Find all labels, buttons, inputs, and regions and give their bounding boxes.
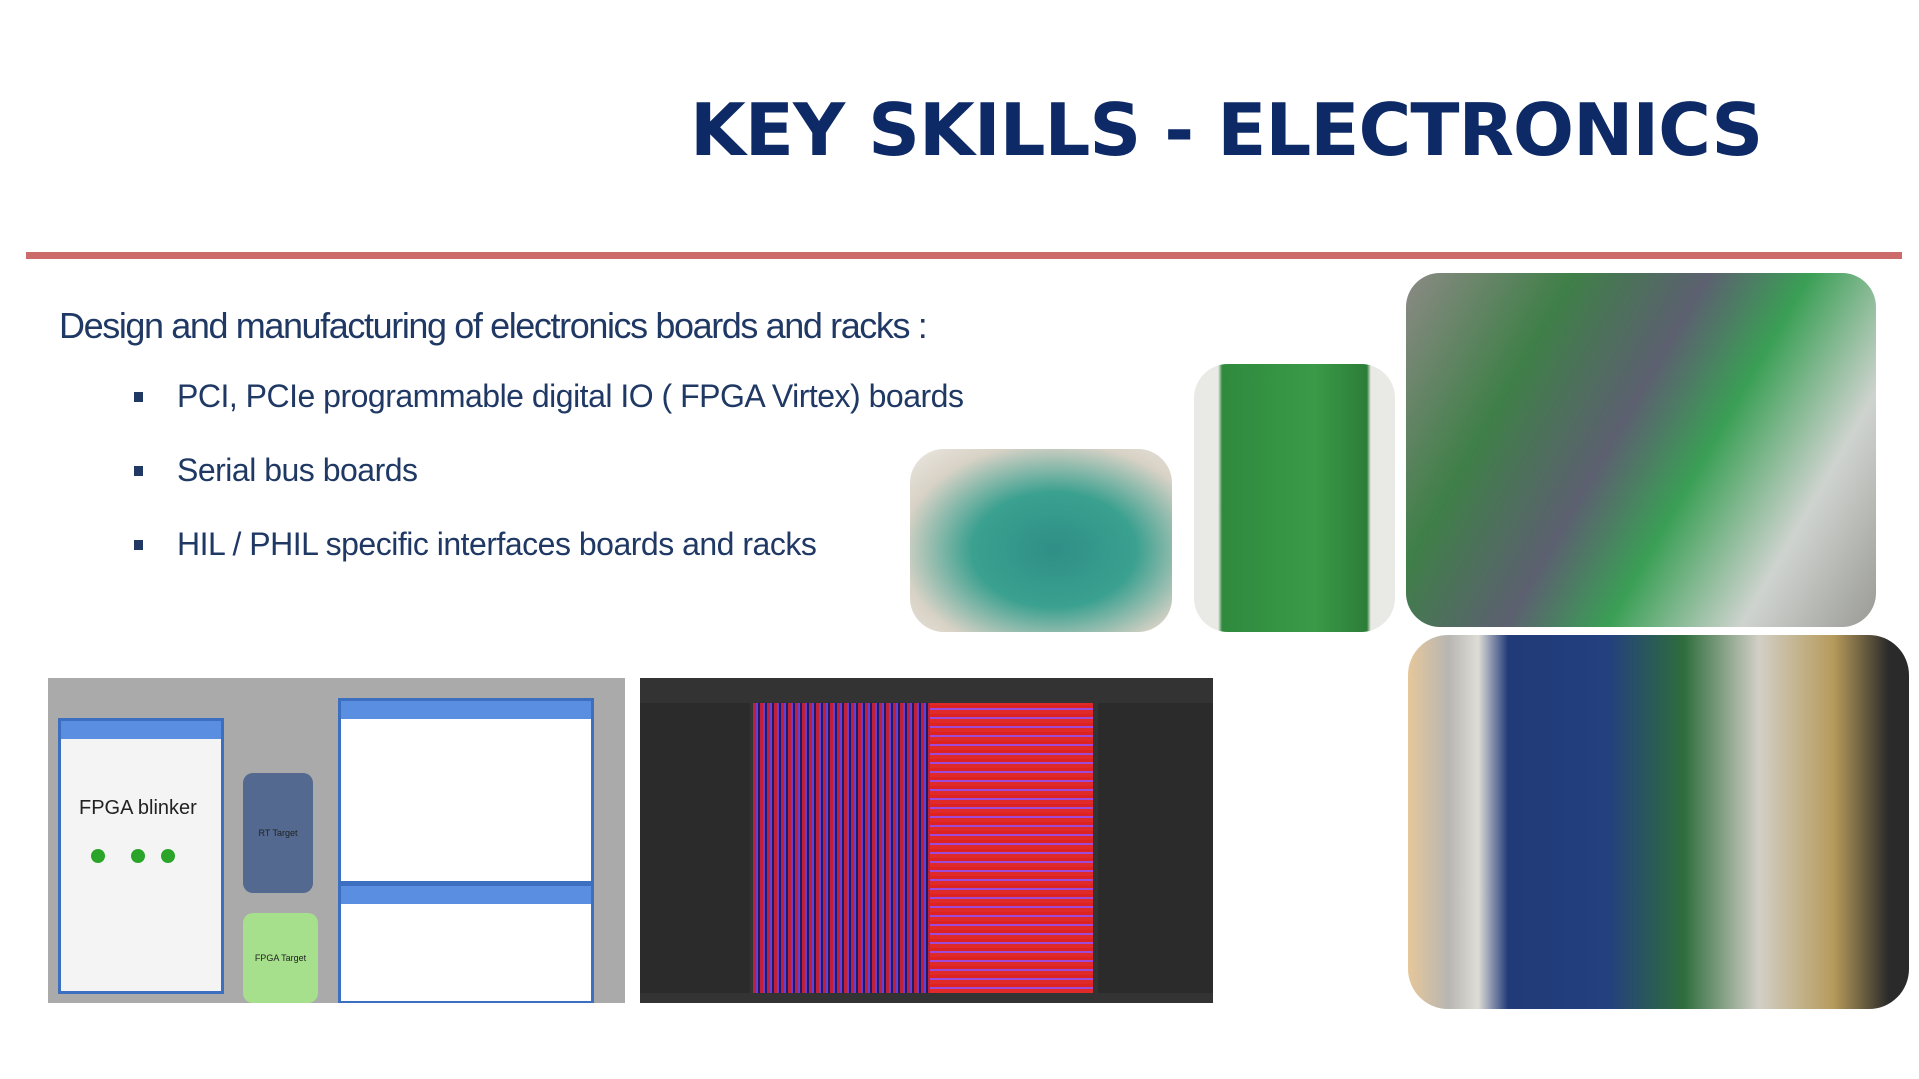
photo-pci-fpga-board (1194, 364, 1395, 632)
pcb-routing-view (930, 703, 1093, 993)
fpga-target-block: FPGA Target (243, 913, 318, 1003)
bullet-square-icon (134, 392, 143, 402)
photo-hil-rack-wiring (1406, 273, 1876, 627)
pcb-properties-panel (1098, 703, 1213, 993)
led-icon (161, 849, 175, 863)
photo-open-rack (1408, 635, 1909, 1009)
block-diagram-window (338, 883, 594, 1003)
led-icon (131, 849, 145, 863)
block-diagram-window (338, 698, 594, 884)
bullet-text: Serial bus boards (177, 452, 418, 488)
title-divider (26, 252, 1902, 259)
bullet-square-icon (134, 540, 143, 550)
fpga-blinker-window: FPGA blinker (58, 718, 224, 994)
labview-fpga-screenshot: FPGA blinker RT Target FPGA Target (48, 678, 625, 1003)
pcb-layout-screenshot (640, 678, 1213, 1003)
photo-serial-board (910, 449, 1172, 632)
bullet-square-icon (134, 466, 143, 476)
fpga-blinker-label: FPGA blinker (79, 797, 197, 819)
rt-target-block: RT Target (243, 773, 313, 893)
led-icon (91, 849, 105, 863)
bullet-text: PCI, PCIe programmable digital IO ( FPGA… (177, 378, 964, 414)
bullet-text: HIL / PHIL specific interfaces boards an… (177, 526, 817, 562)
section-heading: Design and manufacturing of electronics … (59, 305, 928, 346)
slide-title: KEY SKILLS - ELECTRONICS (690, 88, 1763, 172)
pcb-left-panel (640, 703, 750, 993)
